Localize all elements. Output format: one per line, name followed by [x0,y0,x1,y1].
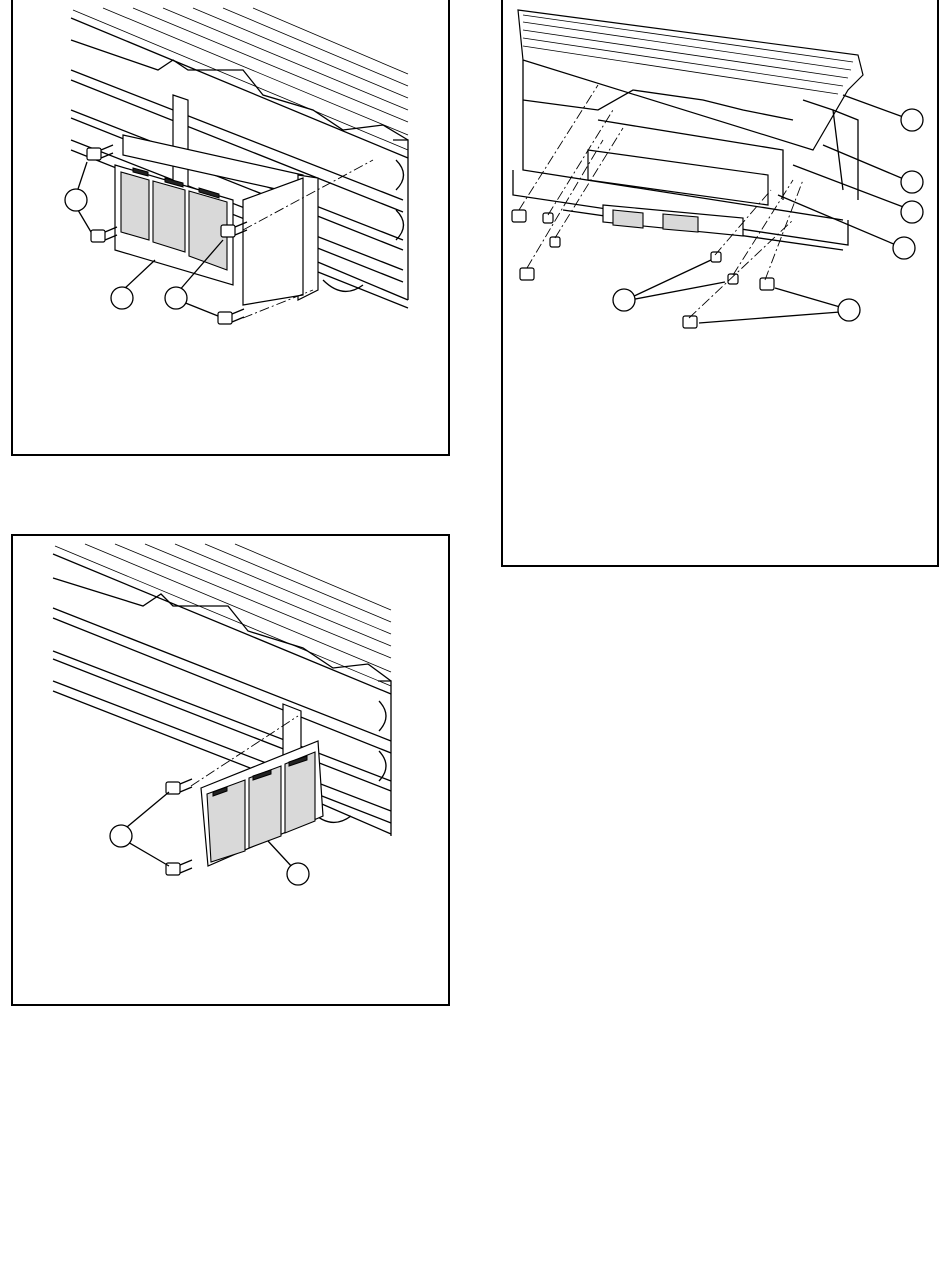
rail-assembly-with-bracket-illustration [13,0,452,456]
figure-panel-b [501,0,939,567]
filter-module [115,165,233,285]
filter-module [588,150,768,236]
callout-circle [613,289,635,311]
callout-circle [111,287,133,309]
filter-module [201,741,323,866]
callout-circle [838,299,860,321]
rail-assembly-without-bracket-illustration [13,536,452,1008]
callout-circle [287,863,309,885]
figure-panel-c [11,534,450,1006]
screw-icon [166,779,192,875]
callout-circle [165,287,187,309]
callout-circle [901,201,923,223]
figure-panel-a [11,0,450,456]
rail-assembly-exploded-illustration [503,0,941,567]
callout-circle [901,109,923,131]
callout-circle [901,171,923,193]
heatsink-fins [53,544,391,694]
callout-circle [893,237,915,259]
callout-circle [110,825,132,847]
callout-circle [65,189,87,211]
